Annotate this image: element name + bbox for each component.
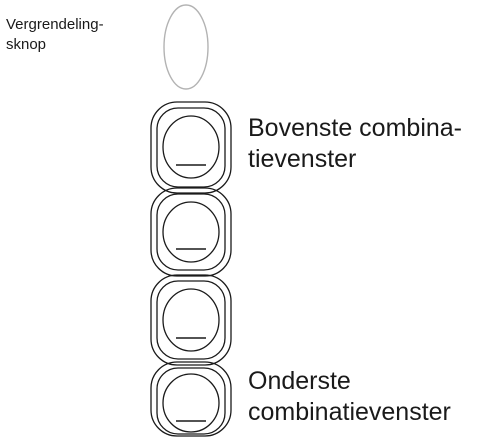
upper-combination-window-label-line1: Bovenste combina- [248,114,463,142]
combination-dial-4 [150,361,232,437]
lock-button-label-line2: sknop [6,36,47,53]
lock-button-label-line1: Vergrendeling- [6,16,104,33]
upper-combination-window-label: Bovenste combina- tievenster [248,113,462,175]
lower-combination-window-label-line1: Onderste [248,367,351,395]
lock-button-ellipse [163,4,209,90]
upper-combination-window-label-line2: tievenster [248,145,357,173]
lower-combination-window-label-line2: combinatievenster [248,398,451,426]
lock-button-label: Vergrendeling- sknop [6,15,104,55]
combination-dial-2 [150,187,232,277]
lower-combination-window-label: Onderste combinatievenster [248,366,451,428]
combination-dial-1 [150,101,232,194]
combination-dial-3 [150,274,232,366]
